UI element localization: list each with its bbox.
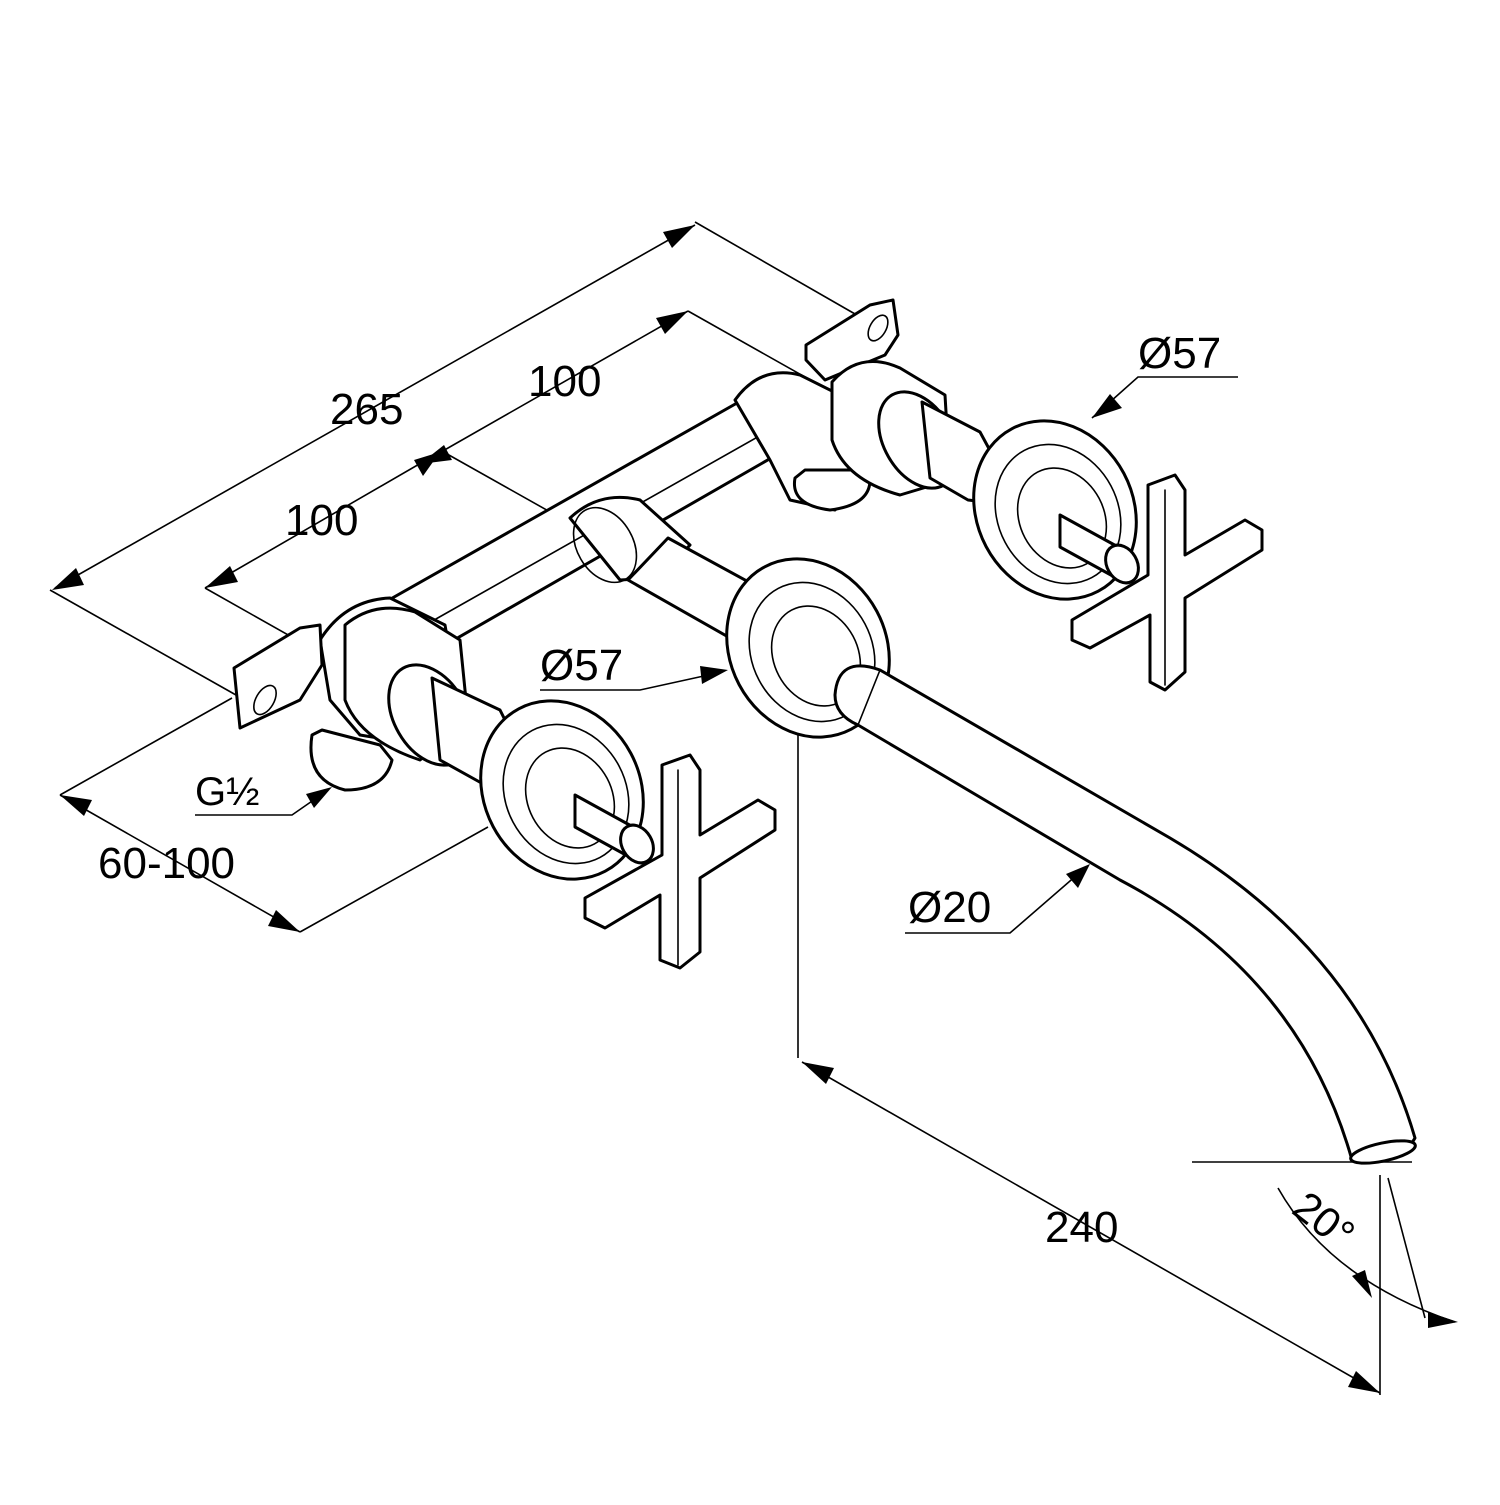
center-collar-ring — [572, 506, 638, 584]
dim-265-line — [54, 224, 696, 589]
label-overall-width: 265 — [330, 385, 403, 434]
dim-240-line — [801, 1061, 1381, 1394]
arrowhead — [52, 568, 84, 590]
label-wall-depth: 60-100 — [98, 839, 235, 888]
arrowhead — [1066, 864, 1090, 888]
mixer-body — [232, 298, 1022, 792]
rosette-left-ring — [502, 723, 630, 865]
right-handle-cap — [1104, 543, 1140, 585]
dim-265-ext-right — [694, 221, 863, 319]
arrowhead — [1352, 1270, 1372, 1298]
spout-joint — [857, 669, 881, 726]
angle-ray — [1387, 1177, 1426, 1319]
rosette-left-ring — [524, 747, 616, 849]
arrowhead — [802, 1062, 834, 1084]
label-rosette-diameter-right: Ø57 — [1138, 329, 1221, 378]
dim-60-100-line — [59, 794, 301, 933]
arrowhead — [656, 311, 688, 334]
dim-100-left-line — [204, 451, 441, 589]
arrowhead — [268, 910, 300, 932]
right-bracket-hole — [867, 314, 889, 342]
label-projection: 240 — [1045, 1203, 1118, 1252]
rosette-right-ring — [994, 443, 1122, 585]
arrowhead — [414, 452, 440, 476]
arrowhead — [1428, 1312, 1458, 1328]
left-bracket-hole — [253, 684, 277, 716]
left-cross-handle — [583, 753, 777, 970]
left-inlet-stub — [309, 728, 394, 792]
arrowhead — [1348, 1371, 1380, 1393]
leader-o20 — [905, 867, 1086, 934]
angle-arc — [1277, 1187, 1456, 1323]
label-spacing-right: 100 — [528, 357, 601, 406]
leader-o57-spout — [540, 671, 723, 691]
label-angle: 20° — [1284, 1182, 1363, 1258]
dim-100-right-line — [419, 310, 689, 465]
spout-outlet — [1349, 1139, 1417, 1165]
spout — [833, 664, 1417, 1165]
label-thread: G½ — [195, 770, 259, 814]
rosette-right-ring — [1016, 467, 1108, 569]
label-spout-diameter: Ø20 — [908, 883, 991, 932]
arrowheads — [52, 225, 1458, 1393]
handles — [573, 473, 1264, 970]
arrowhead — [1092, 394, 1122, 418]
label-spacing-left: 100 — [285, 496, 358, 545]
right-cross-handle — [1070, 473, 1264, 692]
label-rosette-diameter-spout: Ø57 — [540, 641, 623, 690]
left-handle-cap — [619, 823, 655, 865]
left-wall-bracket — [232, 623, 324, 730]
arrowhead — [306, 787, 332, 808]
dim-265-ext-left — [49, 589, 237, 696]
arrowhead — [205, 566, 238, 588]
arrowhead — [60, 795, 92, 816]
leader-o57-right — [1091, 376, 1238, 419]
arrowhead — [663, 225, 695, 248]
dim-60-100-ext-right — [299, 826, 489, 933]
dim-60-100-ext-left — [59, 697, 233, 796]
dimension-lines — [49, 221, 1456, 1395]
arrowhead — [700, 666, 728, 684]
